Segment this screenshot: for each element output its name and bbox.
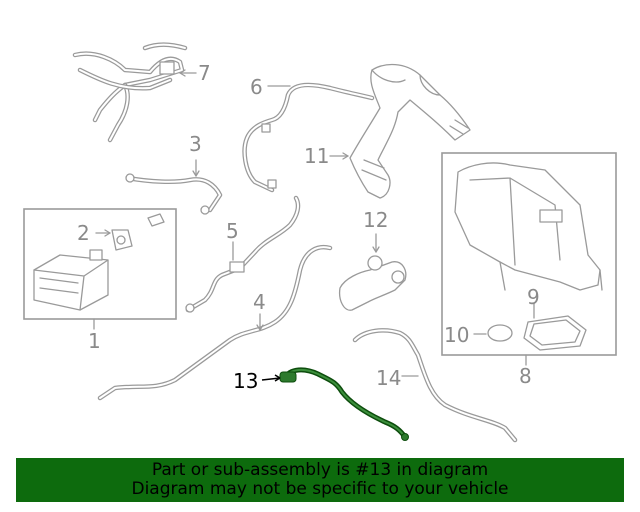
- part-10-o-ring: [487, 324, 513, 342]
- callout-8: 8: [519, 364, 532, 388]
- canister-group-box: [23, 208, 177, 320]
- parts-diagram: [23, 42, 617, 443]
- part-11-air-duct: [349, 63, 471, 199]
- banner-line-2: Diagram may not be specific to your vehi…: [131, 479, 509, 499]
- reservoir-group-box: [441, 152, 617, 356]
- callout-1: 1: [88, 329, 101, 353]
- part-6-vapor-line: [242, 82, 375, 193]
- part-7-hose-harness: [72, 42, 188, 143]
- callout-3: 3: [189, 132, 202, 156]
- part-12-fitting: [338, 255, 407, 311]
- callout-2: 2: [77, 221, 90, 245]
- part-8-reservoir: [454, 162, 603, 291]
- callout-12: 12: [363, 208, 389, 232]
- callout-6: 6: [250, 75, 263, 99]
- part-9-gasket: [523, 315, 587, 351]
- callout-14: 14: [376, 366, 402, 390]
- callout-4: 4: [253, 290, 266, 314]
- callout-13-highlighted: 13: [233, 369, 259, 393]
- callout-10: 10: [444, 323, 470, 347]
- callout-11: 11: [304, 144, 330, 168]
- part-3-vapor-line: [125, 173, 223, 215]
- part-1-canister: [33, 249, 109, 311]
- part-13-highlighted-line: [279, 367, 409, 441]
- callout-7: 7: [198, 61, 211, 85]
- info-banner: Part or sub-assembly is #13 in diagram D…: [16, 458, 624, 502]
- callout-9: 9: [527, 285, 540, 309]
- callout-5: 5: [226, 219, 239, 243]
- part-4-vapor-line: [97, 245, 333, 401]
- part-5-vapor-line: [185, 195, 301, 313]
- part-2-clip: [111, 213, 165, 251]
- banner-line-1: Part or sub-assembly is #13 in diagram: [151, 460, 489, 480]
- part-14-vapor-line: [352, 328, 518, 443]
